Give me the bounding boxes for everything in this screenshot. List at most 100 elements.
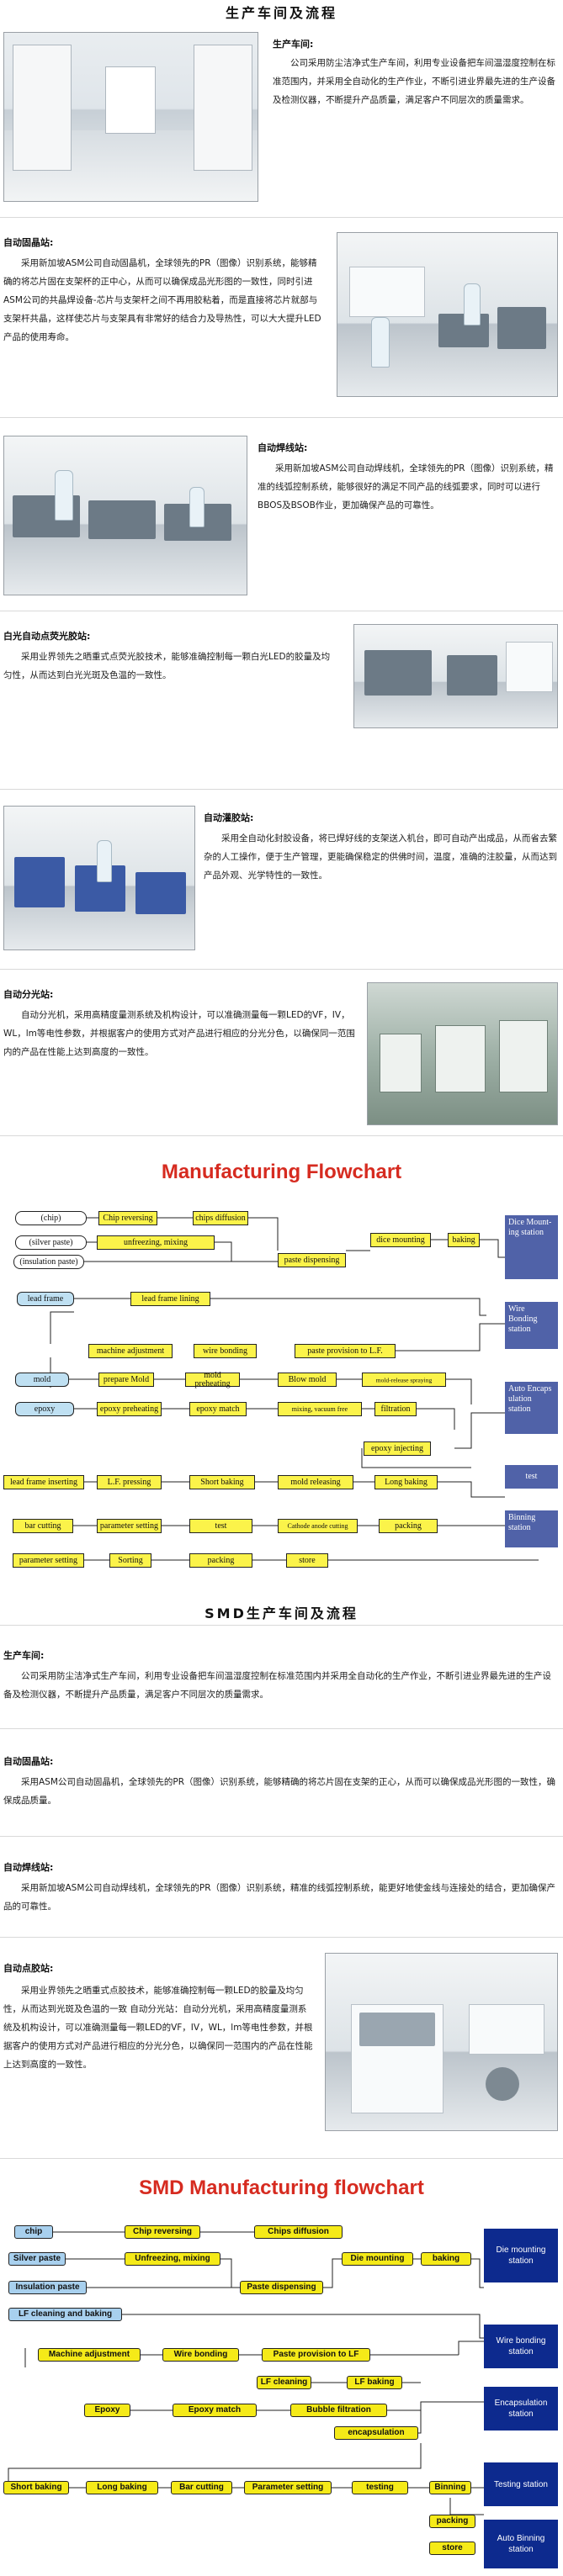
workshop-text: 公司采用防尘洁净式生产车间，利用专业设备把车间温湿度控制在标准范围内，并采用全自…	[273, 58, 555, 105]
smd-step-store: store	[429, 2542, 475, 2555]
step-baking: baking	[448, 1233, 480, 1247]
smd-step-unfreezing-mixing: Unfreezing, mixing	[125, 2252, 220, 2266]
smd-step-epoxy-match: Epoxy match	[173, 2404, 257, 2417]
divider	[0, 417, 563, 418]
smd-step-die-mounting: Die mounting	[342, 2252, 413, 2266]
step-short-baking: Short baking	[189, 1475, 255, 1489]
step-unfreezing-mixing: unfreezing, mixing	[97, 1235, 215, 1250]
smd-station-auto-binning: Auto Binning station	[484, 2520, 558, 2568]
smd-step-chips-diffusion: Chips diffusion	[254, 2225, 343, 2239]
die-bond-heading: 自动固晶站:	[3, 237, 54, 248]
smd-step-lf-baking: LF baking	[347, 2376, 402, 2389]
step-packing: packing	[379, 1519, 438, 1533]
smd-workshop-heading: 生产车间:	[3, 1650, 45, 1661]
smd-step-machine-adjustment: Machine adjustment	[38, 2348, 141, 2362]
smd-input-insulation-paste: Insulation paste	[8, 2281, 87, 2294]
smd-step-baking: baking	[421, 2252, 471, 2266]
step-mold-preheating: mold preheating	[185, 1371, 240, 1388]
flowchart-title: Manufacturing Flowchart	[161, 1161, 402, 1183]
step-lead-frame-lining: lead frame lining	[130, 1292, 210, 1306]
step-sorting: Sorting	[109, 1553, 151, 1568]
smd-title: SMD生产车间及流程	[204, 1605, 359, 1621]
step-packing-2: packing	[189, 1553, 252, 1568]
smd-dispense-heading: 自动点胶站:	[3, 1963, 54, 1974]
wire-bond-photo	[3, 436, 247, 595]
phosphor-photo	[353, 624, 558, 728]
smd-step-short-baking: Short baking	[3, 2481, 69, 2494]
phosphor-text: 采用业界领先之晒重式点荧光胶技术，能够准确控制每一颗白光LED的胶量及均匀性，从…	[3, 652, 331, 680]
smd-dispense-text: 采用业界领先之晒重式点胶技术，能够准确控制每一颗LED的胶量及均匀性，从而达到光…	[3, 1986, 313, 2070]
smd-step-bar-cutting: Bar cutting	[171, 2481, 232, 2494]
smd-input-silver-paste: Silver paste	[8, 2252, 66, 2266]
smd-step-parameter-setting: Parameter setting	[244, 2481, 332, 2494]
potting-photo	[3, 806, 195, 950]
smd-step-chip-reversing: Chip reversing	[125, 2225, 200, 2239]
step-epoxy-preheating: epoxy preheating	[97, 1402, 162, 1416]
input-chip: (chip)	[15, 1211, 87, 1225]
smd-step-testing: testing	[352, 2481, 408, 2494]
smd-station-die-mounting: Die mounting station	[484, 2229, 558, 2282]
smd-step-binning: Binning	[429, 2481, 471, 2494]
step-chip-reversing: Chip reversing	[98, 1211, 157, 1225]
wire-bond-heading: 自动焊线站:	[258, 442, 308, 453]
input-silver-paste: (silver paste)	[15, 1235, 87, 1250]
smd-die-bond-text: 采用ASM公司自动固晶机，全球领先的PR（图像）识别系统，能够精确的将芯片固在支…	[3, 1777, 556, 1806]
cleanroom-photo	[3, 32, 258, 202]
divider	[0, 789, 563, 790]
station-binning: Binning station	[505, 1510, 558, 1547]
step-dice-mounting: dice mounting	[370, 1233, 431, 1247]
smd-step-epoxy: Epoxy	[84, 2404, 130, 2417]
step-wire-bonding: wire bonding	[194, 1344, 257, 1358]
step-lead-frame-inserting: lead frame inserting	[3, 1475, 84, 1489]
step-cathode-anode-cutting: Cathode anode cutting	[278, 1519, 358, 1533]
step-parameter-setting-2: parameter setting	[13, 1553, 84, 1568]
input-lead-frame: lead frame	[17, 1292, 74, 1306]
smd-wire-bond-text: 采用新加坡ASM公司自动焊线机，全球领先的PR（图像）识别系统，精准的线弧控制系…	[3, 1883, 556, 1912]
step-epoxy-match: epoxy match	[189, 1402, 247, 1416]
step-epoxy-injecting: epoxy injecting	[364, 1441, 431, 1456]
sorting-text: 自动分光机，采用高精度量测系统及机构设计，可以准确测量每一颗LED的VF，IV，…	[3, 1010, 355, 1057]
smd-step-paste-provision: Paste provision to LF	[262, 2348, 370, 2362]
smd-step-long-baking: Long baking	[86, 2481, 158, 2494]
divider	[0, 969, 563, 970]
smd-step-wire-bonding: Wire bonding	[162, 2348, 239, 2362]
smd-input-lf-cleaning-baking: LF cleaning and baking	[8, 2308, 122, 2321]
smd-die-bond-heading: 自动固晶站:	[3, 1756, 54, 1767]
step-mold-releasing: mold releasing	[278, 1475, 353, 1489]
smd-workshop-text: 公司采用防尘洁净式生产车间，利用专业设备把车间温湿度控制在标准范围内并采用全自动…	[3, 1671, 551, 1700]
workshop-heading: 生产车间:	[273, 39, 314, 50]
wire-bond-text: 采用新加坡ASM公司自动焊线机，全球领先的PR（图像）识别系统，精准的线弧控制系…	[258, 463, 554, 510]
die-bond-text: 采用新加坡ASM公司自动固晶机，全球领先的PR（图像）识别系统，能够精确的将芯片…	[3, 258, 321, 342]
production-title: 生产车间及流程	[225, 5, 337, 21]
divider	[0, 1728, 563, 1729]
divider	[0, 2158, 563, 2159]
phosphor-heading: 白光自动点荧光胶站:	[3, 631, 91, 642]
step-lf-pressing: L.F. pressing	[97, 1475, 162, 1489]
station-dice-mounting: Dice Mount-ing station	[505, 1215, 558, 1279]
station-test: test	[505, 1465, 558, 1489]
station-auto-encapsulation: Auto Encaps ulation station	[505, 1382, 558, 1434]
step-chips-diffusion: chips diffusion	[193, 1211, 248, 1225]
smd-step-packing: packing	[429, 2515, 475, 2528]
step-paste-dispensing: paste dispensing	[278, 1253, 346, 1267]
input-mold: mold	[15, 1373, 69, 1387]
potting-heading: 自动灌胶站:	[204, 812, 254, 823]
smd-station-encapsulation: Encapsulation station	[484, 2387, 558, 2431]
sorting-heading: 自动分光站:	[3, 989, 54, 1000]
step-blow-mold: Blow mold	[278, 1373, 337, 1387]
input-epoxy: epoxy	[15, 1402, 74, 1416]
smd-input-chip: chip	[14, 2225, 53, 2239]
potting-text: 采用全自动化封胶设备，将已焊好线的支架送入机台，即可自动产出成品，从而省去繁杂的…	[204, 833, 557, 881]
step-bar-cutting: bar cutting	[13, 1519, 73, 1533]
smd-station-wire-bonding: Wire bonding station	[484, 2325, 558, 2368]
step-store: store	[286, 1553, 328, 1568]
divider	[0, 1937, 563, 1938]
smd-step-paste-dispensing: Paste dispensing	[240, 2281, 323, 2294]
die-bond-photo	[337, 232, 558, 397]
divider	[0, 1135, 563, 1136]
smd-station-testing: Testing station	[484, 2462, 558, 2506]
step-long-baking: Long baking	[374, 1475, 438, 1489]
